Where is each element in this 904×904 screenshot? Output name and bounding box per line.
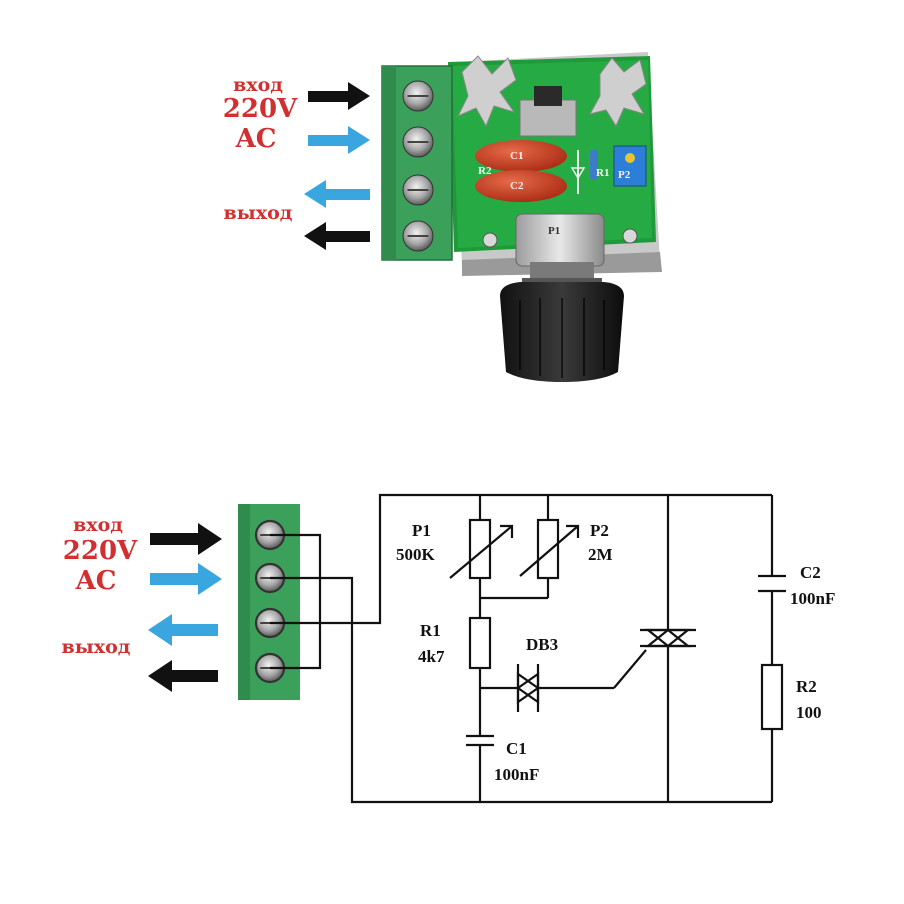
- label-p2-name: P2: [590, 521, 609, 540]
- board-output-arrow-blue: [304, 180, 370, 208]
- heatsink-right: [589, 57, 647, 128]
- board-illustration: вход 220V AC выход: [0, 0, 904, 420]
- potentiometer-p1-symbol: [449, 495, 514, 618]
- schematic-ac-label: AC: [75, 566, 117, 596]
- schematic-graphic: P1 500K P2 2M R1 4k7 DB3 C1 100nF C2 100…: [148, 493, 835, 804]
- potentiometer-p2-symbol: [480, 495, 580, 600]
- label-p1-value: 500K: [396, 545, 436, 564]
- board-input-arrow-black: [308, 82, 370, 110]
- terminal-wiring: [270, 493, 480, 804]
- label-r2-name: R2: [796, 677, 817, 696]
- silk-p1: P1: [548, 225, 560, 237]
- schematic-diagram: вход 220V AC выход: [0, 460, 904, 904]
- label-c1-name: C1: [506, 739, 527, 758]
- main-bus: [478, 493, 774, 804]
- board-ac-label: AC: [235, 124, 277, 154]
- resistor-r1-symbol: [468, 616, 492, 736]
- label-r2-value: 100: [796, 703, 822, 722]
- capacitor-c2: [475, 170, 567, 202]
- schematic-terminal-block: [238, 504, 300, 700]
- label-c1-value: 100nF: [494, 765, 539, 784]
- silk-p2: P2: [618, 169, 631, 181]
- schematic-output-label: выход: [61, 636, 131, 658]
- capacitor-c2-symbol: [758, 574, 786, 593]
- board-output-arrow-black: [304, 222, 370, 250]
- schematic-voltage-label: 220V: [62, 536, 138, 566]
- label-c2-name: C2: [800, 563, 821, 582]
- silk-c2: C2: [510, 180, 524, 192]
- schematic-input-arrow-blue: [150, 563, 222, 595]
- board-graphic: C1 C2 R2 R1 P2 P1: [304, 52, 662, 382]
- board-input-arrow-blue: [308, 126, 370, 154]
- mount-screw-right: [622, 228, 638, 244]
- heatsink-left: [456, 55, 517, 128]
- silk-c1: C1: [510, 150, 523, 162]
- label-db3: DB3: [526, 635, 558, 654]
- schematic-output-arrow-black: [148, 660, 218, 692]
- silk-r2: R2: [478, 165, 492, 177]
- label-r1-value: 4k7: [418, 647, 445, 666]
- schematic-input-arrow-black: [150, 523, 222, 555]
- triac-symbol: [640, 628, 696, 648]
- board-input-label: вход: [233, 74, 283, 96]
- diac-db3-symbol: [480, 649, 647, 712]
- label-c2-value: 100nF: [790, 589, 835, 608]
- mount-screw-left: [482, 232, 498, 248]
- potentiometer-p1: [515, 213, 605, 267]
- silk-r1: R1: [596, 167, 609, 179]
- label-p1-name: P1: [412, 521, 431, 540]
- silk-diac: [570, 167, 586, 180]
- board-output-label: выход: [223, 202, 293, 224]
- schematic-input-label: вход: [73, 514, 123, 536]
- resistor-r2-symbol: [760, 663, 784, 731]
- capacitor-c1-symbol: [466, 734, 494, 802]
- schematic-output-arrow-blue: [148, 614, 218, 646]
- capacitor-c1: [475, 140, 567, 172]
- label-p2-value: 2M: [588, 545, 613, 564]
- resistor-r1: [590, 150, 598, 180]
- board-voltage-label: 220V: [222, 94, 298, 124]
- trimmer-p2: [613, 145, 647, 187]
- triac-body: [534, 86, 562, 106]
- label-r1-name: R1: [420, 621, 441, 640]
- board-terminal-block: [381, 65, 453, 261]
